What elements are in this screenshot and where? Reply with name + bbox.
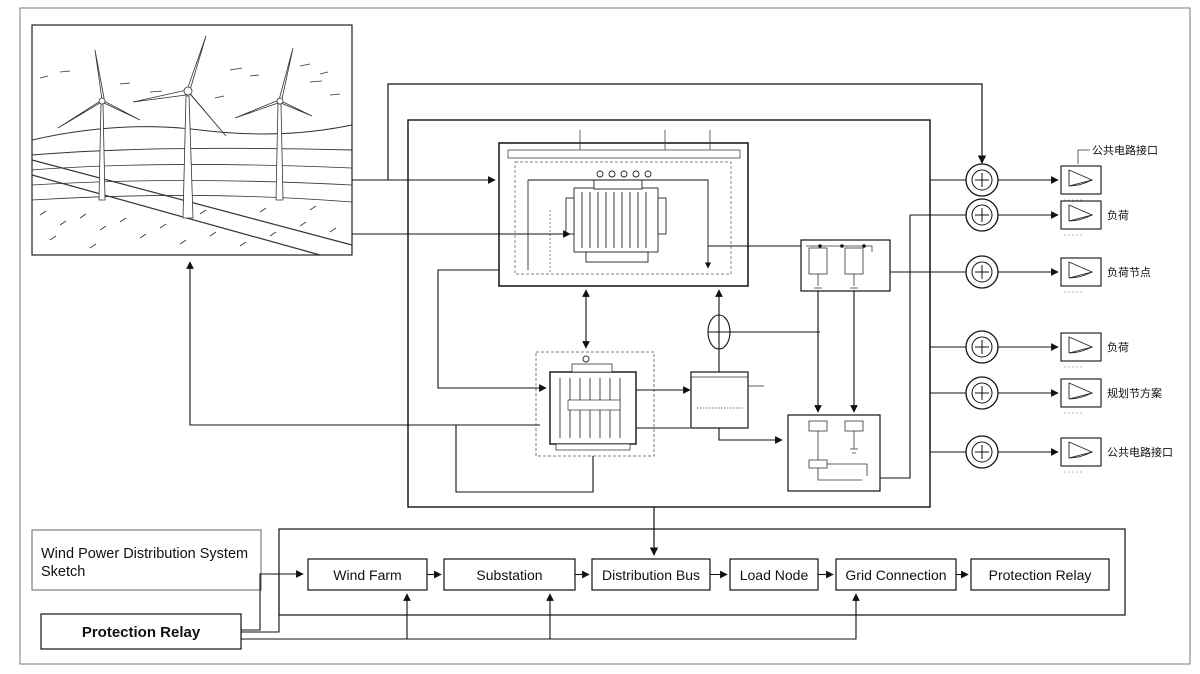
output-label: 公共电路接口 [1107,446,1173,459]
process-node: Distribution Bus [591,558,711,591]
feedback-line [186,261,540,426]
output-label: 规划节方案 [1107,386,1162,400]
output-row: 负荷节点 [965,255,1151,293]
meter-box [690,371,764,429]
protection-box [787,414,881,492]
output-row: 负荷 [965,330,1129,368]
output-label: 公共电路接口 [1092,144,1158,157]
output-bus [880,179,966,479]
process-flow: Wind Farm Substation Distribution Bus Load … [307,558,1110,591]
loop-bottom [455,425,594,493]
process-node: Load Node [729,558,819,591]
output-row: 规划节方案 [965,376,1162,414]
output-row: 公共电路接口 [965,144,1158,201]
output-label: 负荷 [1107,208,1129,222]
relay-connectors [241,570,860,640]
process-node: Wind Farm [307,558,428,591]
top-feed-line [387,83,987,180]
outer-frame [19,7,1191,665]
title-block: Wind Power Distribution System Sketch [31,529,262,591]
process-node-label: Protection Relay [989,567,1092,583]
output-label: 负荷 [1107,340,1129,354]
process-node-label: Grid Connection [845,567,946,583]
process-node: Grid Connection [835,558,957,591]
process-node-label: Wind Farm [333,567,401,583]
process-node: Protection Relay [970,558,1110,591]
meter-to-protection [718,428,783,444]
output-row: 公共电路接口 [965,435,1173,473]
protection-relay-block: Protection Relay [40,613,242,650]
output-label: 负荷节点 [1107,265,1151,279]
wind-farm-sketch [31,24,353,256]
secondary-transformer [535,351,655,457]
process-node-label: Substation [476,567,542,583]
process-node: Substation [443,558,576,591]
current-transformer [707,289,731,372]
title-line-2: Sketch [41,564,85,580]
loop-left [437,269,547,392]
title-line-1: Wind Power Distribution System [41,546,248,562]
process-frame [278,528,1126,616]
process-node-label: Load Node [740,567,809,583]
process-node-label: Distribution Bus [602,567,700,583]
protection-relay-label: Protection Relay [82,624,201,641]
output-row: 负荷 [965,198,1129,236]
switchgear-box [800,239,891,292]
main-transformer-box [498,130,749,287]
